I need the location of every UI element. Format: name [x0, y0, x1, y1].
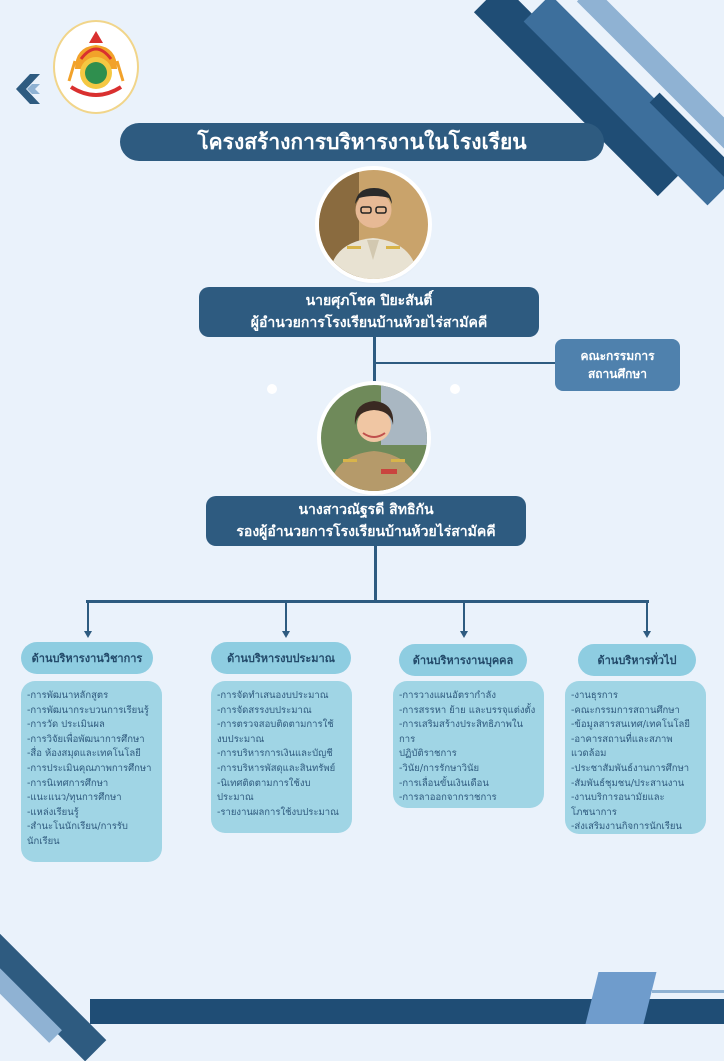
- dept-item: -สัมพันธ์ชุมชน/ประสานงาน: [571, 777, 685, 789]
- deputy-name: นางสาวณัฐรดี สิทธิกัน: [298, 502, 434, 518]
- dept-general-list: -งานธุรการ -คณะกรรมการสถานศึกษา -ข้อมูลสาร…: [565, 681, 706, 834]
- decor-dot-right: [450, 384, 460, 394]
- dept-item: -การพัฒนากระบวนการเรียนรู้: [27, 704, 149, 716]
- arrow-down-icon: [84, 631, 92, 638]
- dept-item: -การสรรหา ย้าย และบรรจุแต่งตั้ง: [399, 704, 536, 716]
- dept-item: -การจัดทำเสนองบประมาณ: [217, 690, 329, 701]
- arrow-down-icon: [460, 631, 468, 638]
- deputy-photo: [321, 385, 427, 491]
- dept-academic-title: ด้านบริหารงานวิชาการ: [21, 642, 153, 674]
- director-card: นายศุภโชค ปิยะสันติ์ ผู้อำนวยการโรงเรียน…: [199, 287, 539, 337]
- dept-item: -การลาออกจากราชการ: [399, 792, 497, 804]
- dept-item: -การพัฒนาหลักสูตร: [27, 690, 109, 701]
- dept-item: -คณะกรรมการสถานศึกษา: [571, 704, 680, 716]
- dept-budget-title: ด้านบริหารงบประมาณ: [211, 642, 351, 674]
- dept-item: นักเรียน: [27, 835, 60, 847]
- arrow-down-icon: [282, 631, 290, 638]
- connector-director-deputy: [373, 337, 376, 387]
- page-title: โครงสร้างการบริหารงานในโรงเรียน: [120, 123, 604, 161]
- dept-item: -แหล่งเรียนรู้: [27, 806, 79, 818]
- director-photo: [319, 170, 428, 279]
- dept-budget-list: -การจัดทำเสนองบประมาณ -การจัดสรรงบประมาณ -…: [211, 681, 352, 833]
- connector-deputy-down: [374, 546, 377, 601]
- committee-line1: คณะกรรมการ: [580, 349, 655, 363]
- dept-general-title: ด้านบริหารทั่วไป: [578, 644, 696, 676]
- director-position: ผู้อำนวยการโรงเรียนบ้านห้วยไร่สามัคคี: [250, 315, 488, 331]
- dept-item: ปฏิบัติราชการ: [399, 748, 457, 760]
- dept-item: -อาคารสถานที่และสภาพแวดล้อม: [571, 733, 673, 760]
- dept-personnel-list: -การวางแผนอัตรากำลัง -การสรรหา ย้าย และบร…: [393, 681, 544, 808]
- dept-item: -การวิจัยเพื่อพัฒนาการศึกษา: [27, 733, 145, 745]
- deputy-card: นางสาวณัฐรดี สิทธิกัน รองผู้อำนวยการโรงเ…: [206, 496, 526, 546]
- dept-item: -การตรวจสอบติดตามการใช้: [217, 719, 334, 731]
- dept-item: -นิเทศติดตามการใช้งบ: [217, 777, 311, 789]
- dept-item: -ประชาสัมพันธ์งานการศึกษา: [571, 762, 690, 774]
- dept-item: -การเลื่อนขั้นเงินเดือน: [399, 777, 489, 789]
- dept-item: -การประเมินคุณภาพการศึกษา: [27, 762, 152, 774]
- chevron-left-icon: [16, 74, 42, 108]
- director-name: นายศุภโชค ปิยะสันติ์: [305, 293, 433, 309]
- deputy-position: รองผู้อำนวยการโรงเรียนบ้านห้วยไร่สามัคคี: [236, 524, 496, 540]
- committee-box: คณะกรรมการ สถานศึกษา: [555, 339, 680, 391]
- dept-item: ประมาณ: [217, 792, 254, 804]
- dept-item: -การวางแผนอัตรากำลัง: [399, 690, 496, 701]
- dept-item: -การวัด ประเมินผล: [27, 719, 105, 731]
- decor-dot-left: [267, 384, 277, 394]
- connector-dept-3: [463, 601, 465, 632]
- dept-item: -งานธุรการ: [571, 690, 618, 701]
- dept-item: -การบริหารพัสดุและสินทรัพย์: [217, 762, 336, 774]
- dept-item: -การบริหารการเงินและบัญชี: [217, 748, 333, 760]
- dept-item: -สื่อ ห้องสมุดและเทคโนโลยี: [27, 748, 141, 760]
- connector-dept-4: [646, 601, 648, 632]
- arrow-down-icon: [643, 631, 651, 638]
- connector-committee: [375, 362, 556, 364]
- dept-item: -รายงานผลการใช้งบประมาณ: [217, 806, 339, 818]
- dept-item: -งานบริการอนามัยและโภชนาการ: [571, 792, 665, 818]
- dept-item: -แนะแนว/ทุนการศึกษา: [27, 792, 122, 804]
- dept-item: -ข้อมูลสารสนเทศ/เทคโนโลยี: [571, 719, 690, 731]
- dept-item: -การนิเทศการศึกษา: [27, 777, 109, 789]
- dept-item: -ส่งเสริมงานกิจการนักเรียน: [571, 821, 682, 833]
- connector-dept-2: [285, 601, 287, 632]
- school-logo: [53, 20, 139, 114]
- dept-item: -การเสริมสร้างประสิทธิภาพในการ: [399, 719, 523, 745]
- dept-academic-list: -การพัฒนาหลักสูตร -การพัฒนากระบวนการเรียน…: [21, 681, 162, 862]
- dept-item: -วินัย/การรักษาวินัย: [399, 762, 480, 774]
- connector-dept-1: [87, 601, 89, 632]
- dept-item: -การจัดสรรงบประมาณ: [217, 704, 312, 716]
- dept-personnel-title: ด้านบริหารงานบุคคล: [399, 644, 527, 676]
- dept-item: -สำนะโนนักเรียน/การรับ: [27, 821, 128, 833]
- bottom-right-line: [652, 990, 724, 993]
- dept-item: งบประมาณ: [217, 733, 265, 745]
- connector-horizontal: [86, 600, 649, 603]
- committee-line2: สถานศึกษา: [587, 367, 648, 381]
